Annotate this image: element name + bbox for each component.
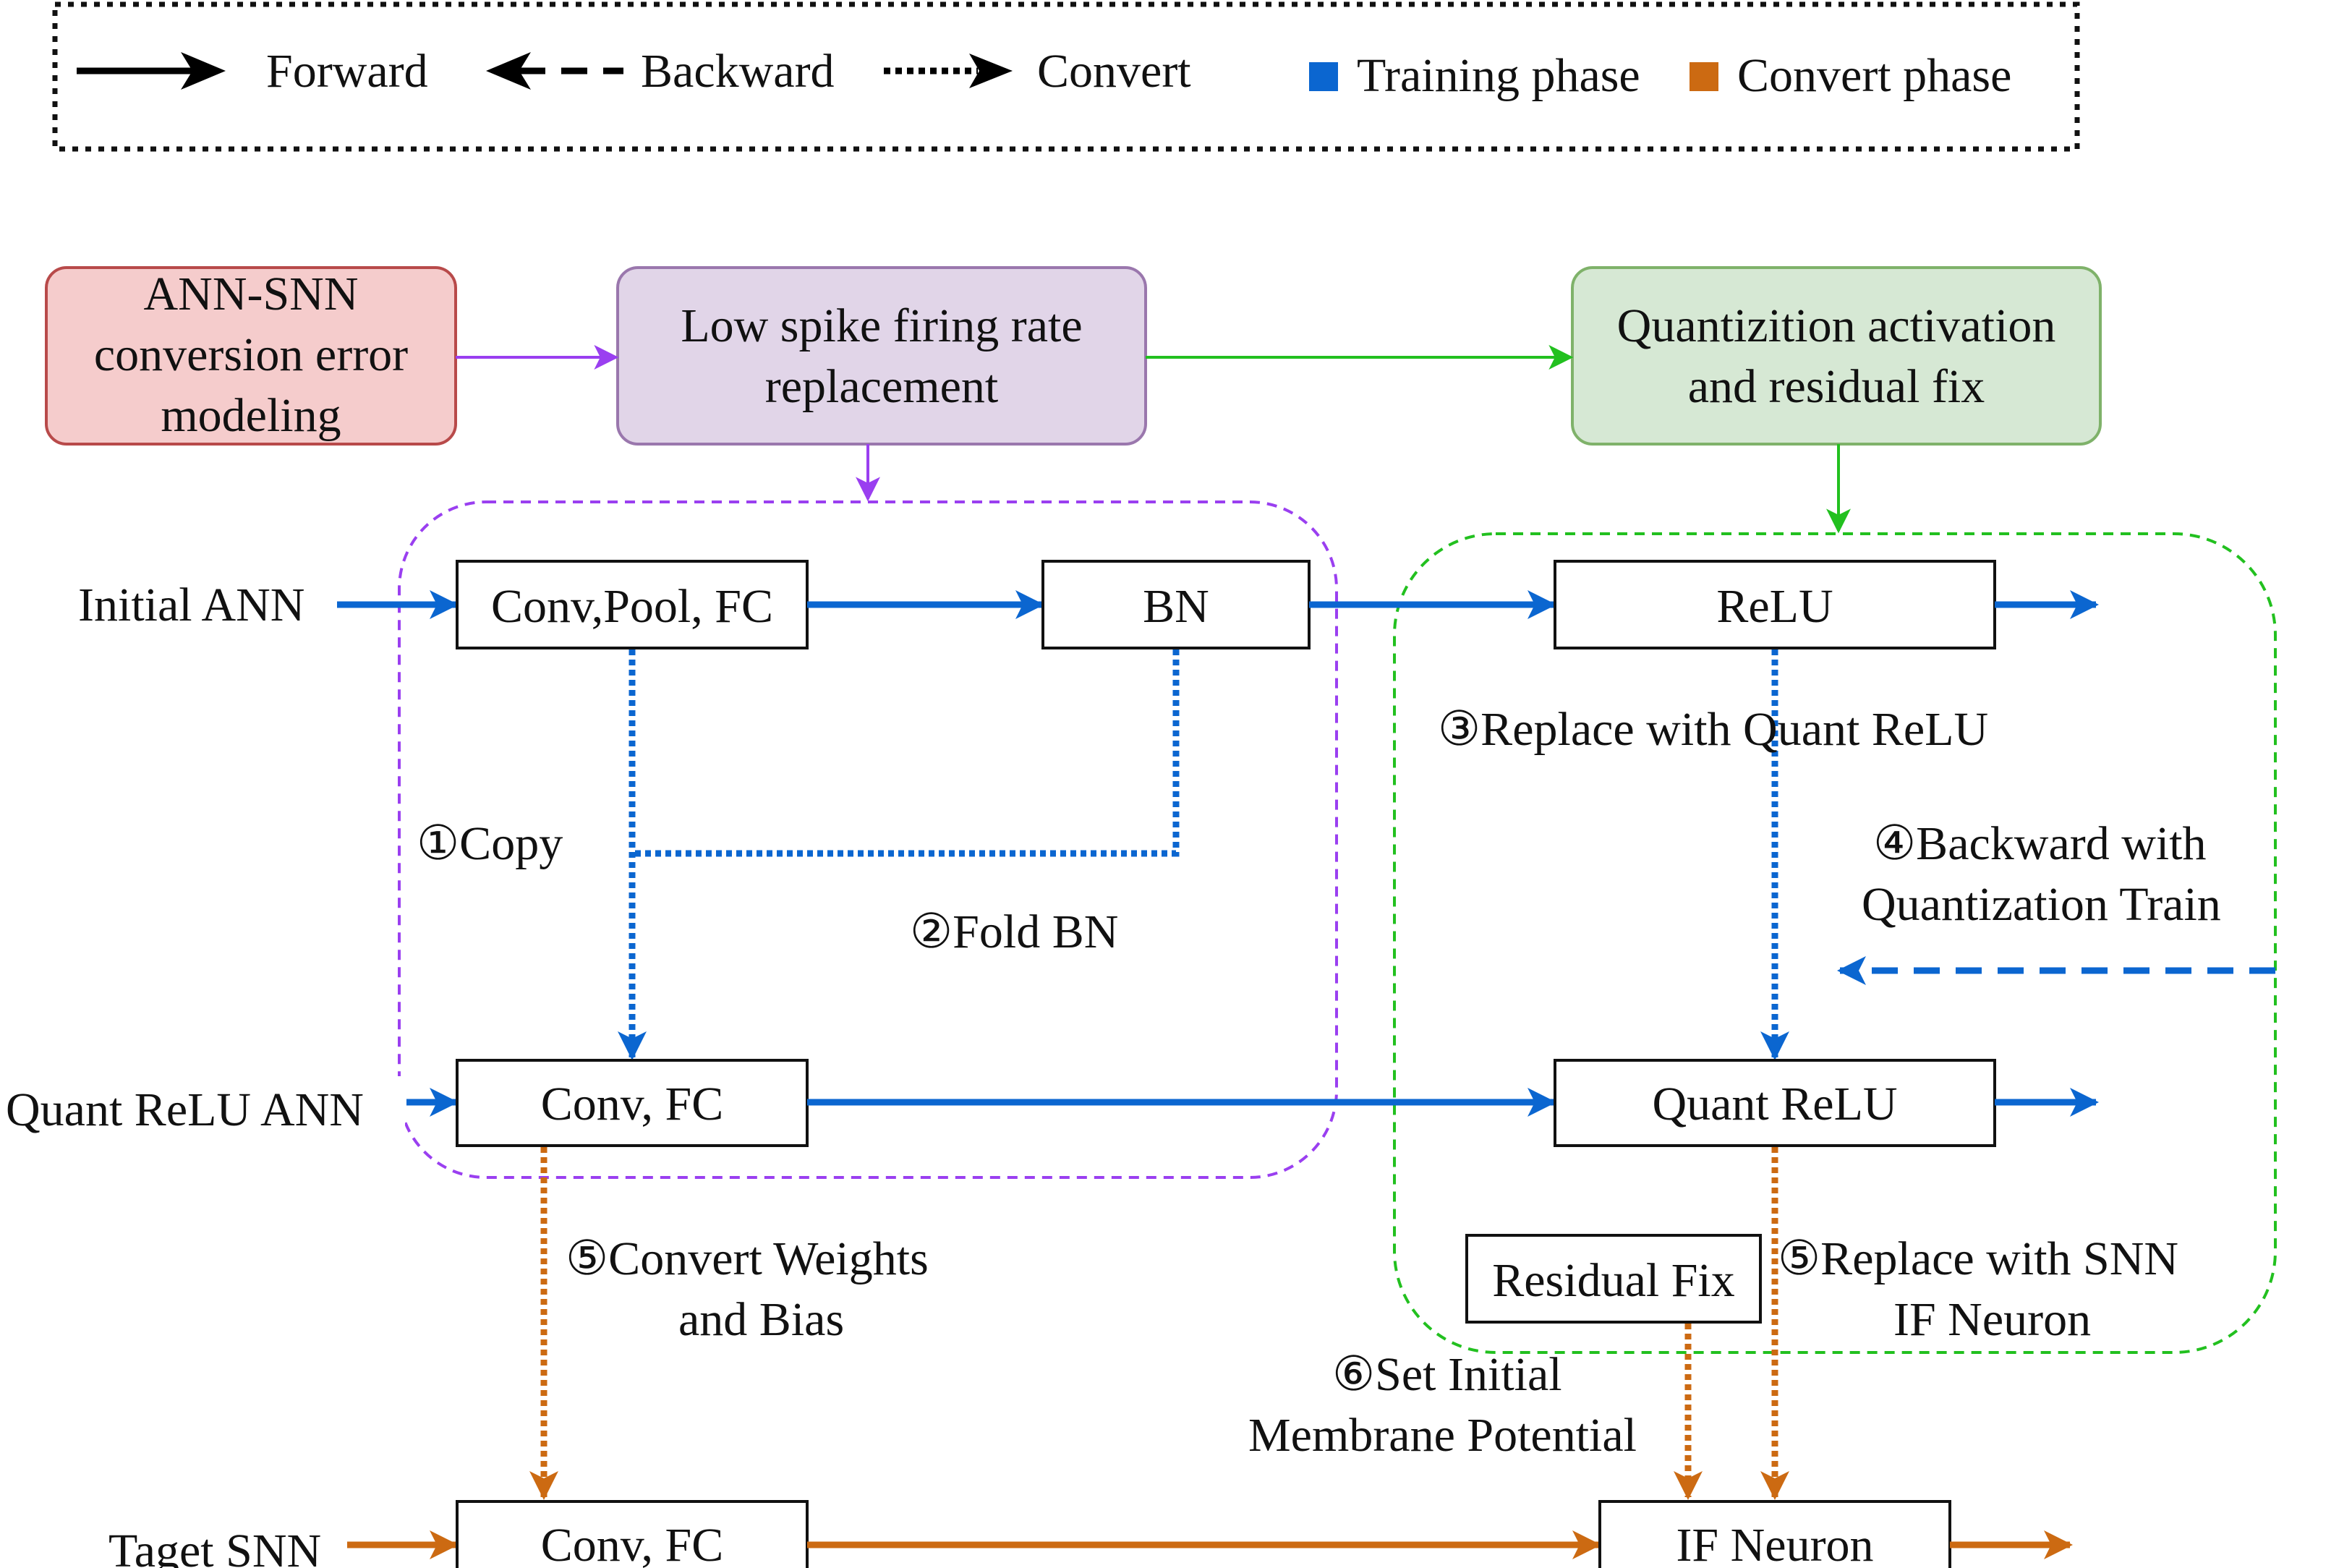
quant-relu-label: Quant ReLU [1652, 1078, 1897, 1130]
quant-relu-block: Quant ReLU [1554, 1059, 1996, 1147]
low-spike-box: Low spike firing rate replacement [616, 266, 1147, 446]
row-label-target-snn: Taget SNN [108, 1525, 321, 1568]
purple-region [398, 500, 1338, 1179]
legend-forward-arrowhead [181, 52, 226, 90]
step-replace-quant-label: ③Replace with Quant ReLU [1438, 703, 1988, 756]
legend-forward-label: Forward [266, 45, 428, 98]
if-neuron-block: IF Neuron [1598, 1500, 1951, 1568]
low-spike-line-1: Low spike firing rate [681, 299, 1082, 352]
legend-convert-arrowhead [969, 54, 1013, 88]
legend-convert-label: Convert [1037, 45, 1191, 98]
legend-convert-swatch [1690, 62, 1718, 91]
quantization-line-2: and residual fix [1688, 360, 1985, 413]
legend-frame [52, 1, 2080, 152]
if-neuron-label: IF Neuron [1676, 1519, 1873, 1568]
conv-pool-fc-label: Conv,Pool, FC [491, 580, 773, 633]
step-set-initial-line-1: ⑥Set Initial [1332, 1348, 1562, 1401]
quantization-line-1: Quantizition activation [1617, 299, 2056, 352]
row-label-quant-relu-ann-bg [3, 1076, 405, 1135]
legend-training-label: Training phase [1357, 49, 1640, 102]
residual-fix-block: Residual Fix [1465, 1234, 1762, 1324]
step-replace-snn-line-2: IF Neuron [1893, 1293, 2091, 1346]
error-modeling-line-3: modeling [161, 389, 341, 442]
step-convert-weights-line-1: ⑤Convert Weights [566, 1232, 929, 1285]
legend-backward-label: Backward [641, 45, 835, 98]
legend-backward-arrowhead [486, 52, 531, 90]
conv-fc-quant-block: Conv, FC [456, 1059, 809, 1147]
error-modeling-box: ANN-SNN conversion error modeling [45, 266, 457, 446]
legend-training-swatch [1309, 62, 1338, 91]
residual-fix-label: Residual Fix [1492, 1254, 1735, 1307]
step-copy-label: ①Copy [417, 817, 563, 870]
quantization-box: Quantizition activation and residual fix [1571, 266, 2102, 446]
step-backward-line-2: Quantization Train [1862, 878, 2221, 931]
error-modeling-line-2: conversion error [94, 328, 408, 381]
bn-block: BN [1041, 560, 1311, 649]
relu-label: ReLU [1716, 580, 1833, 633]
relu-block: ReLU [1554, 560, 1996, 649]
step-fold-bn-label: ②Fold BN [910, 906, 1118, 958]
legend-convert-phase-label: Convert phase [1737, 49, 2011, 102]
legend: Forward Backward Convert Training phase … [52, 1, 2080, 152]
green-region [1393, 532, 2277, 1354]
error-modeling-line-1: ANN-SNN [144, 268, 359, 320]
conv-fc-snn-block: Conv, FC [456, 1500, 809, 1568]
step-replace-snn-line-1: ⑤Replace with SNN [1778, 1232, 2178, 1285]
fold-bn-path [632, 649, 1180, 857]
conv-pool-fc-block: Conv,Pool, FC [456, 560, 809, 649]
step-set-initial-line-2: Membrane Potential [1248, 1409, 1637, 1462]
row-label-initial-ann: Initial ANN [78, 579, 304, 631]
step-convert-weights-line-2: and Bias [678, 1293, 844, 1346]
low-spike-line-2: replacement [765, 360, 998, 413]
bn-label: BN [1143, 580, 1209, 633]
conv-fc-snn-label: Conv, FC [541, 1519, 723, 1568]
step-backward-line-1: ④Backward with [1873, 817, 2207, 870]
row-label-quant-relu-ann: Quant ReLU ANN [6, 1083, 364, 1136]
conv-fc-quant-label: Conv, FC [541, 1078, 723, 1130]
